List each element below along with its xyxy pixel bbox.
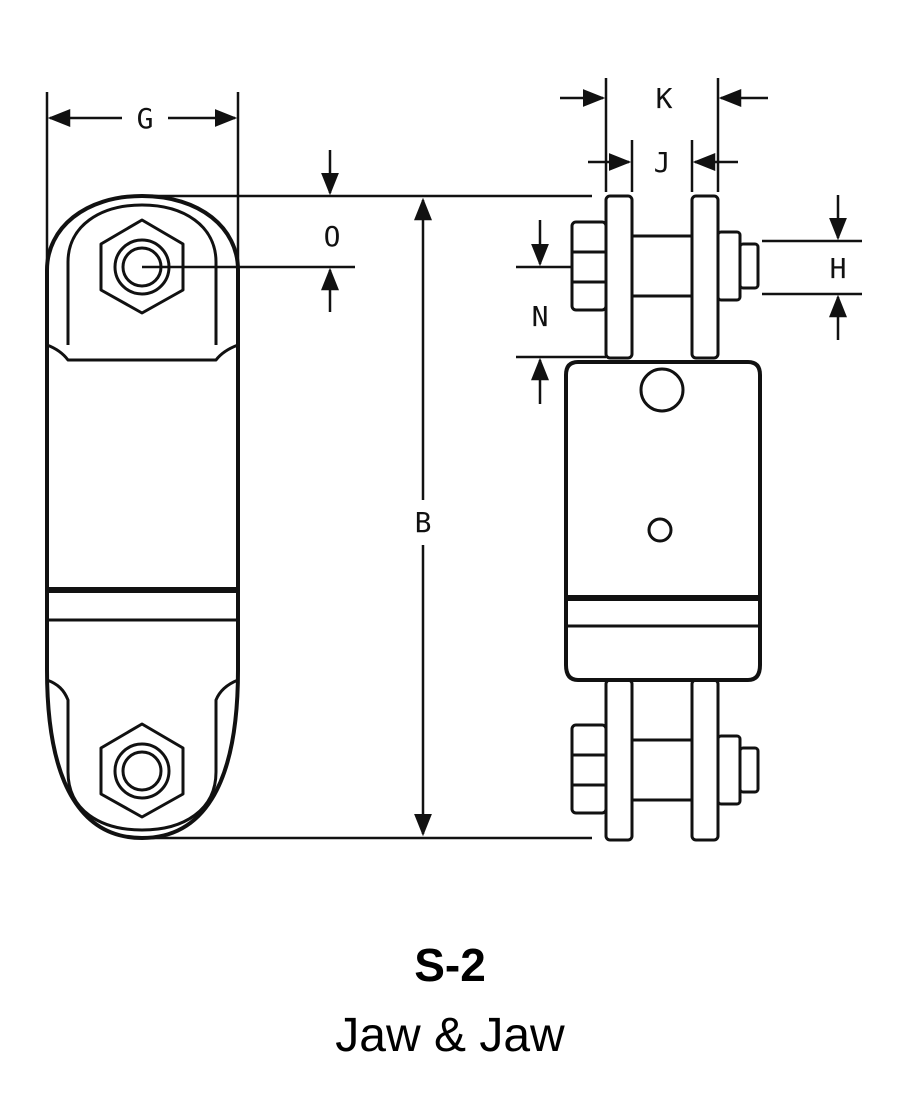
label-j: J xyxy=(654,146,671,179)
dimension-b xyxy=(142,194,592,840)
label-b: B xyxy=(415,506,432,539)
dimension-k xyxy=(560,78,768,192)
lower-hex-nut xyxy=(99,722,185,819)
model-title: S-2 xyxy=(414,939,486,991)
model-description: Jaw & Jaw xyxy=(335,1009,565,1062)
label-g: G xyxy=(137,102,154,135)
label-o: O xyxy=(324,220,341,253)
dimension-h xyxy=(762,195,862,340)
label-k: K xyxy=(656,82,673,115)
dimension-g xyxy=(45,92,240,345)
dimension-j xyxy=(588,140,738,192)
swivel-diagram: G O B K J N H xyxy=(45,78,862,842)
label-n: N xyxy=(532,300,549,333)
dimension-n xyxy=(516,220,606,404)
dimension-o xyxy=(142,150,355,312)
side-view xyxy=(564,194,762,842)
upper-hex-nut xyxy=(99,218,185,315)
front-view xyxy=(45,194,240,840)
label-h: H xyxy=(830,252,847,285)
